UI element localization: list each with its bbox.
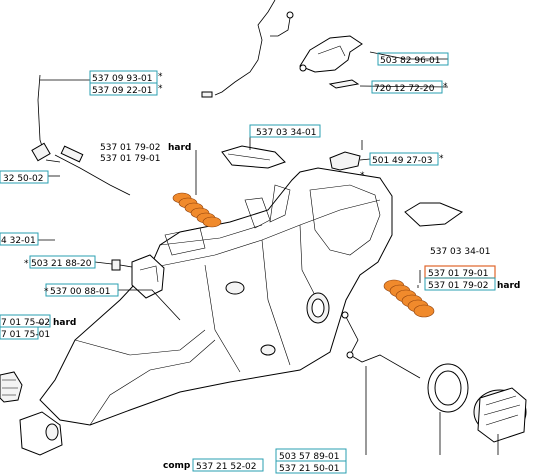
label-537-09-22-01[interactable]: 537 09 22-01 * bbox=[89, 82, 163, 96]
svg-text:4 32-01: 4 32-01 bbox=[1, 236, 36, 246]
svg-text:*: * bbox=[158, 84, 163, 94]
label-537-21-52-02[interactable]: comp 537 21 52-02 bbox=[163, 458, 264, 472]
label-537-00-88-01[interactable]: * 537 00 88-01 bbox=[44, 283, 119, 297]
label-501-49-27-03[interactable]: 501 49 27-03 * bbox=[369, 152, 444, 166]
svg-text:537 03 34-01: 537 03 34-01 bbox=[430, 247, 491, 257]
label-537-01-79-02-upper: 537 01 79-02 hard bbox=[100, 143, 191, 153]
svg-text:comp: comp bbox=[163, 461, 191, 471]
svg-text:*: * bbox=[158, 72, 163, 82]
label-4-32-01[interactable]: 4 32-01 bbox=[0, 232, 39, 246]
svg-text:720 12 72-20: 720 12 72-20 bbox=[374, 84, 435, 94]
mounting-block[interactable] bbox=[131, 254, 165, 299]
label-537-03-34-01-right: 537 03 34-01 bbox=[430, 247, 491, 257]
svg-text:*: * bbox=[439, 154, 444, 164]
svg-text:503 21 88-20: 503 21 88-20 bbox=[31, 259, 92, 269]
tube-part[interactable] bbox=[19, 411, 63, 456]
throttle-trigger[interactable] bbox=[299, 35, 363, 89]
svg-text:537 21 50-01: 537 21 50-01 bbox=[279, 464, 340, 474]
svg-text:537 09 22-01: 537 09 22-01 bbox=[92, 86, 153, 96]
tank-housing[interactable] bbox=[39, 167, 393, 426]
svg-text:537 00 88-01: 537 00 88-01 bbox=[50, 287, 111, 297]
svg-text:537 03 34-01: 537 03 34-01 bbox=[256, 128, 317, 138]
svg-text:7 01 75-02: 7 01 75-02 bbox=[1, 318, 50, 328]
svg-text:537 01 79-01: 537 01 79-01 bbox=[100, 154, 161, 164]
label-537-01-79-02-lower[interactable]: 537 01 79-02 hard bbox=[424, 277, 520, 291]
intake-part[interactable] bbox=[0, 371, 23, 403]
svg-text:503 82 96-01: 503 82 96-01 bbox=[380, 56, 441, 66]
svg-text:537 01 79-02: 537 01 79-02 bbox=[100, 143, 161, 153]
leader-lines bbox=[38, 51, 499, 455]
star-marker: * bbox=[360, 171, 365, 181]
label-537-21-50-01[interactable]: 537 21 50-01 bbox=[275, 460, 347, 474]
screw[interactable] bbox=[111, 259, 133, 271]
anti-vibration-rubber-right[interactable] bbox=[404, 202, 464, 227]
svg-text:*: * bbox=[443, 82, 448, 92]
label-503-21-88-20[interactable]: * 503 21 88-20 bbox=[24, 255, 96, 269]
svg-text:hard: hard bbox=[497, 281, 520, 291]
svg-text:hard: hard bbox=[53, 318, 76, 328]
anti-vibration-rubber-top[interactable] bbox=[221, 145, 286, 169]
spring-upper[interactable] bbox=[172, 192, 222, 228]
label-32-50-02[interactable]: 32 50-02 bbox=[0, 170, 49, 184]
label-537-01-79-01-lower[interactable]: 537 01 79-01 bbox=[424, 265, 496, 279]
fuel-line[interactable] bbox=[31, 74, 131, 196]
svg-text:*: * bbox=[24, 259, 29, 269]
label-537-03-34-01-top[interactable]: 537 03 34-01 bbox=[249, 124, 321, 138]
retaining-pin[interactable] bbox=[341, 311, 421, 379]
svg-text:537 21 52-02: 537 21 52-02 bbox=[196, 462, 257, 472]
svg-text:*: * bbox=[44, 287, 49, 297]
throttle-cable[interactable] bbox=[201, 0, 294, 98]
label-503-57-89-01[interactable]: 503 57 89-01 bbox=[275, 448, 347, 462]
label-7-01-75-02[interactable]: 7 01 75-02 hard bbox=[0, 314, 76, 328]
svg-text:501 49 27-03: 501 49 27-03 bbox=[372, 156, 433, 166]
tank-cap-seal[interactable] bbox=[427, 363, 469, 413]
svg-text:32 50-02: 32 50-02 bbox=[3, 174, 43, 184]
label-537-01-79-01-upper: 537 01 79-01 bbox=[100, 154, 161, 164]
spring-lower[interactable] bbox=[383, 279, 435, 318]
label-537-09-93-01[interactable]: 537 09 93-01 * bbox=[89, 70, 163, 84]
svg-text:537 01 79-02: 537 01 79-02 bbox=[428, 281, 489, 291]
label-720-12-72-20[interactable]: 720 12 72-20 * bbox=[371, 80, 448, 94]
bracket-clip[interactable] bbox=[329, 151, 361, 171]
label-503-82-96-01[interactable]: 503 82 96-01 bbox=[377, 52, 449, 66]
svg-text:537 09 93-01: 537 09 93-01 bbox=[92, 74, 153, 84]
tank-cap[interactable] bbox=[473, 387, 527, 443]
svg-text:537 01 79-01: 537 01 79-01 bbox=[428, 269, 489, 279]
svg-text:hard: hard bbox=[168, 143, 191, 153]
svg-text:503 57 89-01: 503 57 89-01 bbox=[279, 452, 340, 462]
svg-text:7 01 75-01: 7 01 75-01 bbox=[1, 330, 50, 340]
label-7-01-75-01[interactable]: 7 01 75-01 bbox=[0, 326, 50, 340]
